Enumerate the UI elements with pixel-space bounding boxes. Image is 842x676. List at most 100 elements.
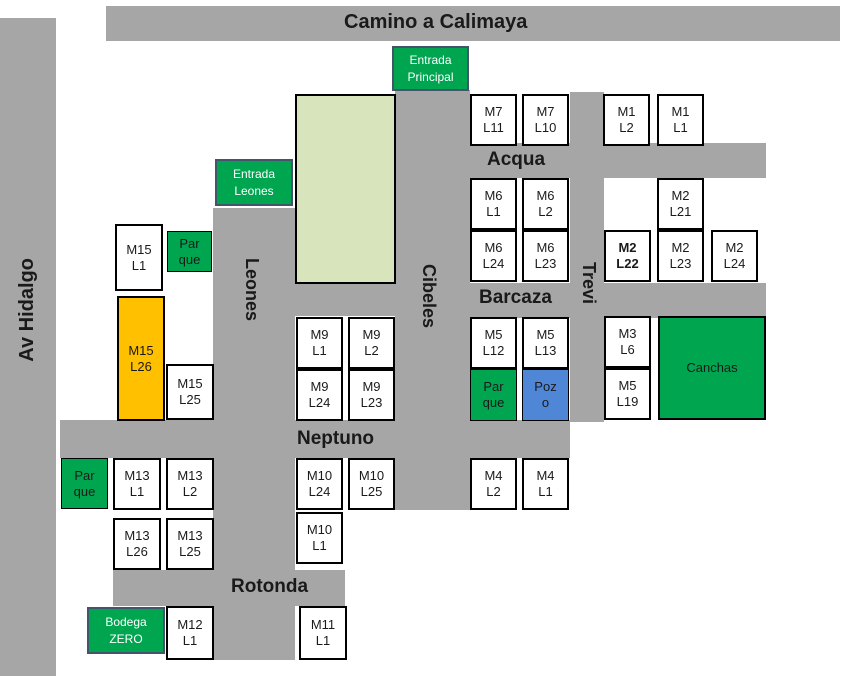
lot-number: L24: [308, 395, 331, 410]
lot-manzana: M10: [358, 468, 385, 483]
street-label-barcaza: Barcaza: [479, 287, 552, 308]
lot-number: L26: [130, 358, 152, 374]
lot-manzana: M13: [124, 528, 150, 543]
entrance-leones[interactable]: Entrada Leones: [215, 159, 293, 206]
entrance-principal-line2: Principal: [407, 69, 454, 84]
lot-number: L24: [482, 256, 505, 271]
lot-number: L1: [486, 204, 501, 219]
canchas-area[interactable]: Canchas: [658, 316, 766, 420]
bodega-zero-line2: ZERO: [109, 631, 143, 646]
street-label-acqua: Acqua: [487, 149, 546, 170]
bodega-zero-line1: Bodega: [105, 614, 147, 629]
lot-manzana: M15: [177, 376, 203, 391]
lot-manzana: M9: [362, 327, 381, 342]
lot-number: L2: [538, 204, 553, 219]
lot-manzana: M10: [306, 522, 333, 537]
lot-number: L13: [534, 343, 557, 358]
lot-manzana: M2: [725, 240, 744, 255]
lot-manzana: M3: [618, 326, 637, 341]
entrance-principal-line1: Entrada: [409, 52, 452, 67]
lot-manzana: M4: [536, 468, 555, 483]
parque-line2: que: [73, 483, 96, 499]
lot-number: L11: [483, 120, 504, 135]
bodega-zero[interactable]: Bodega ZERO: [87, 607, 165, 654]
lot-manzana: M10: [306, 468, 333, 483]
lot-number: L2: [182, 484, 198, 499]
lot-number: L25: [179, 392, 201, 407]
lot-manzana: M12: [177, 617, 203, 632]
lot-manzana: M11: [310, 617, 336, 632]
road-acqua: [468, 143, 766, 178]
lot-number: L1: [312, 343, 327, 358]
parque-line1: Par: [179, 235, 200, 251]
lot-manzana: M7: [484, 104, 503, 119]
canchas-label: Canchas: [686, 360, 738, 375]
lot-number: L23: [360, 395, 383, 410]
lot-manzana: M13: [177, 468, 203, 483]
entrance-principal[interactable]: Entrada Principal: [392, 46, 469, 91]
street-label-leones: Leones: [242, 258, 262, 322]
lot-manzana: M9: [310, 379, 329, 394]
lot-number: L12: [482, 343, 505, 358]
parque-line2: que: [178, 251, 201, 267]
lot-number: L6: [620, 342, 635, 357]
lot-manzana: M6: [536, 240, 555, 255]
lot-number: L2: [619, 120, 634, 135]
lot-number: L21: [669, 204, 692, 219]
parque-line2: que: [482, 395, 505, 410]
lot-manzana: M13: [177, 528, 203, 543]
lot-manzana: M9: [362, 379, 381, 394]
lot-manzana: M7: [536, 104, 555, 119]
lot-number: L1: [131, 257, 147, 273]
lot-number: L1: [673, 120, 688, 135]
street-label-av-hidalgo: Av Hidalgo: [16, 258, 38, 362]
lot-number: L1: [312, 538, 327, 553]
parque-line1: Par: [74, 467, 95, 483]
lot-manzana: M6: [484, 240, 503, 255]
entrance-leones-line1: Entrada: [232, 166, 276, 181]
road-barcaza: [468, 283, 766, 318]
street-label-camino-a-calimaya: Camino a Calimaya: [344, 11, 528, 33]
lot-number: L24: [723, 256, 746, 271]
lot-number: L10: [534, 120, 557, 135]
lot-number: L2: [364, 343, 379, 358]
